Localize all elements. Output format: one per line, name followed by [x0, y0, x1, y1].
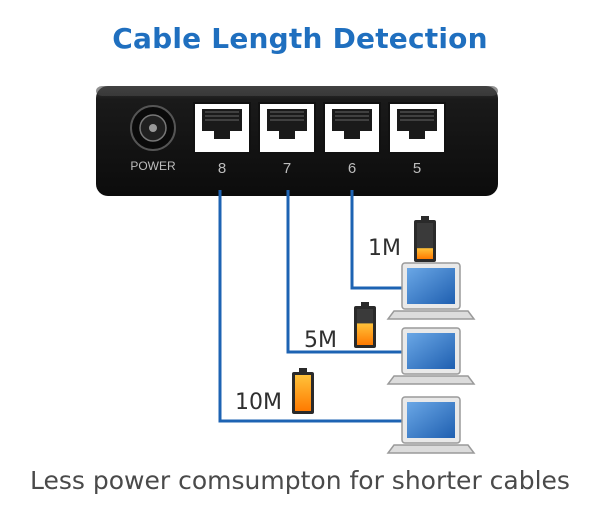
port-number: 6 [348, 160, 356, 177]
power-jack-icon [130, 105, 176, 151]
cable-10m [218, 190, 402, 423]
network-switch: POWER 8 7 6 5 [96, 86, 498, 196]
cable-5m [286, 190, 402, 354]
cable-length-label: 5M [304, 328, 337, 353]
laptop-icon [386, 396, 476, 454]
laptop-icon [386, 327, 476, 385]
diagram-title: Cable Length Detection [112, 22, 488, 55]
battery-icon [354, 302, 376, 348]
ethernet-port-icon [193, 102, 251, 154]
port-number: 5 [413, 160, 421, 177]
laptop-icon [386, 262, 476, 320]
ethernet-port-icon [258, 102, 316, 154]
diagram-caption: Less power comsumpton for shorter cables [30, 466, 570, 495]
port-number: 8 [218, 160, 226, 177]
port-number: 7 [283, 160, 291, 177]
battery-icon [292, 368, 314, 414]
power-label: POWER [130, 159, 176, 173]
battery-icon [414, 216, 436, 262]
ethernet-port-icon [388, 102, 446, 154]
cable-1m [350, 190, 402, 290]
ethernet-port-icon [323, 102, 381, 154]
cable-length-label: 1M [368, 236, 401, 261]
cable-length-label: 10M [235, 390, 282, 415]
